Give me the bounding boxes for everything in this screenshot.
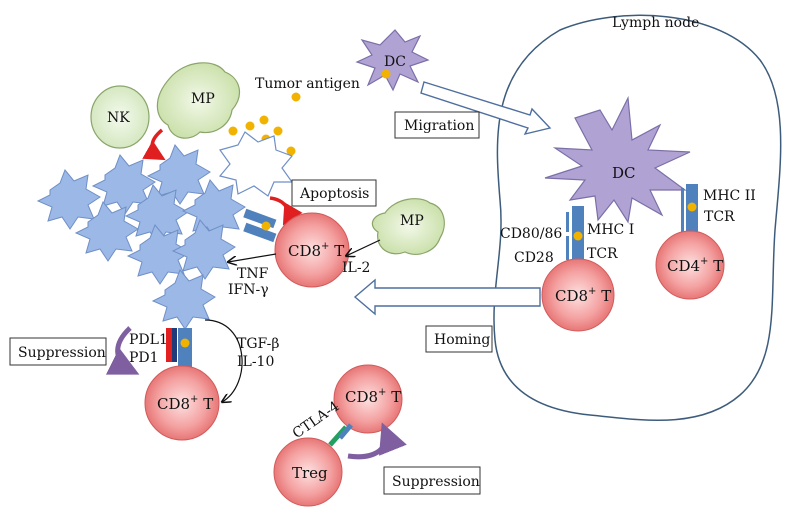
pdl1-label: PDL1 (129, 332, 168, 348)
lymph-node-label: Lymph node (612, 15, 699, 31)
lymph-node-dc-cell (544, 95, 691, 224)
cd8-t-label-4: CD8+ T (555, 286, 611, 305)
suppression-box-left (9, 337, 107, 366)
il2-label: IL-2 (342, 260, 370, 276)
mhc-tcr-bottom (178, 328, 192, 370)
cd8-t-cell-bottom (333, 364, 403, 434)
dc-node-label: DC (612, 164, 636, 182)
mp-attack-arrow (142, 128, 166, 161)
tcr-cd4-label: TCR (704, 209, 735, 225)
il10-label: IL-10 (237, 354, 274, 370)
pd1-bar (172, 328, 177, 362)
suppression-left-label: Suppression (18, 345, 106, 361)
antigen-dot (180, 338, 190, 348)
cd8-t-label-2: CD8+ T (157, 394, 213, 413)
migrating-dc-cell (355, 29, 430, 92)
tgf-il10-arrow (204, 319, 243, 402)
apoptosis-box (291, 179, 377, 207)
tumor-antigen-label: Tumor antigen (255, 76, 360, 92)
cd8-t-cell-suppressed (144, 365, 220, 441)
treg-suppression-arrow (347, 422, 407, 460)
ifn-label: IFN-γ (228, 282, 269, 298)
antigen-dot (687, 202, 697, 212)
nk-label: NK (107, 110, 130, 126)
ctla4-bar (328, 425, 348, 447)
dc-migrating-label: DC (384, 54, 406, 70)
cd80-86-label: CD80/86 (500, 226, 562, 242)
apoptosis-red-arrow (269, 196, 303, 226)
mp-top-label: MP (191, 91, 215, 107)
cd4-t-cell (655, 230, 725, 300)
cd80-bar (338, 423, 353, 440)
suppression-bottom-label: Suppression (392, 474, 480, 490)
mhc-tcr-synapse-top (243, 208, 277, 243)
macrophage-right (371, 198, 445, 255)
cd28-label: CD28 (514, 250, 554, 266)
cd8-t-label-1: CD8+ T (288, 241, 344, 260)
homing-arrow (353, 278, 541, 316)
cd4-t-label: CD4+ T (667, 256, 723, 275)
ctla4-label: CTLA-4 (290, 398, 343, 442)
migration-arrow (420, 81, 552, 136)
mhc-ii-label: MHC II (703, 188, 756, 204)
macrophage-top (156, 62, 241, 139)
il2-arrow (346, 239, 381, 256)
treg-label: Treg (292, 464, 328, 482)
tnf-label: TNF (237, 266, 269, 282)
suppression-box-bottom (383, 466, 481, 495)
antigen-dot (381, 69, 391, 79)
cd8-t-cell-lymph-node (541, 258, 615, 332)
homing-box (425, 325, 493, 353)
migration-label: Migration (404, 118, 474, 134)
pd1-label: PD1 (129, 350, 159, 366)
lymph-node-outline (493, 14, 782, 421)
treg-cell (273, 437, 343, 507)
mp-right-label: MP (400, 213, 424, 229)
mhc-i-label: MHC I (587, 222, 634, 238)
apoptosis-label: Apoptosis (299, 186, 369, 202)
nk-cell (90, 85, 150, 149)
pdl1-bar (166, 328, 172, 362)
tcr-cd8-label: TCR (587, 246, 618, 262)
pd1-suppression-arrow (105, 326, 140, 375)
tumor-cell-cluster (36, 144, 246, 330)
cd8-t-label-3: CD8+ T (345, 387, 401, 406)
homing-label: Homing (434, 332, 490, 348)
migration-box (394, 111, 480, 139)
antigen-dot (573, 231, 583, 241)
tnf-ifn-arrow (228, 253, 277, 262)
tgf-label: TGF-β (237, 336, 279, 352)
